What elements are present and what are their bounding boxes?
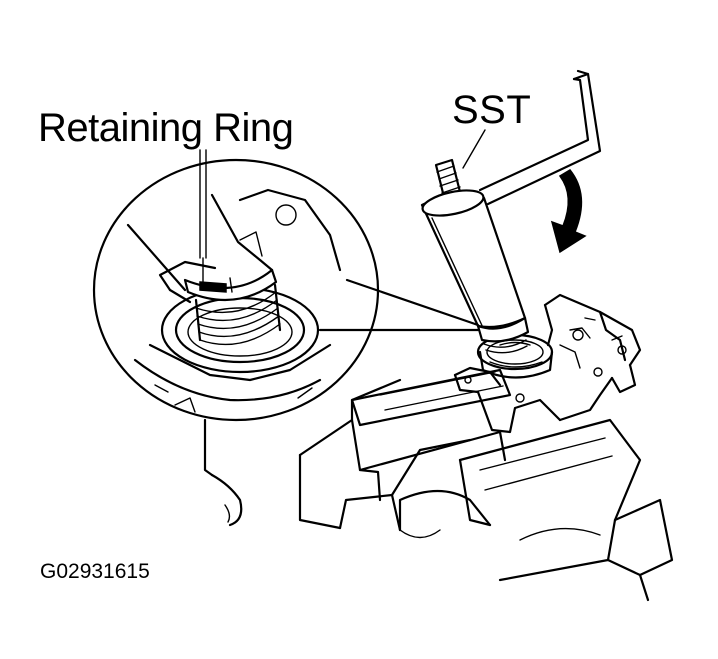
shaft-housing: [453, 293, 642, 434]
transmission-case: [203, 368, 674, 602]
sst-label: SST: [452, 88, 532, 132]
figure-code: G02931615: [40, 560, 150, 583]
sst-leader-line: [462, 129, 486, 169]
detail-content: [126, 149, 342, 413]
sst-tool: [420, 69, 602, 354]
curved-arrow-down-icon: [550, 169, 587, 254]
retaining-ring-label: Retaining Ring: [38, 106, 294, 150]
detail-callout: [92, 158, 480, 422]
